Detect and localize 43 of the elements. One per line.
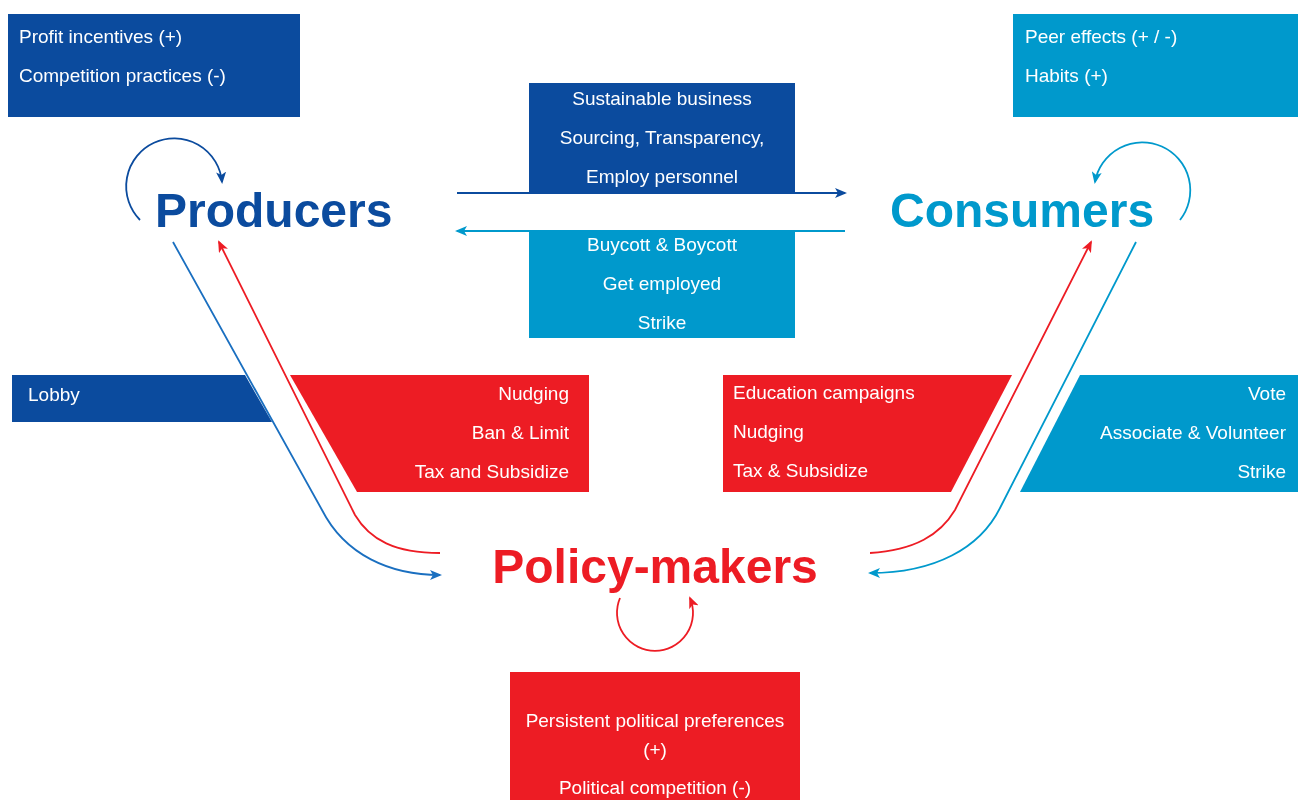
list-item: Sustainable business	[572, 87, 752, 111]
list-item: Persistent political preferences (+)	[524, 709, 786, 762]
list-item: Nudging	[498, 382, 569, 406]
list-item: Strike	[1237, 460, 1286, 484]
actor-name: Producers	[155, 183, 393, 239]
arrow	[456, 188, 847, 198]
list-item: Profit incentives (+)	[19, 25, 183, 49]
list-item: Education campaigns	[733, 381, 915, 405]
arrow	[616, 596, 698, 652]
arrow	[172, 241, 442, 580]
arrow	[869, 240, 1092, 554]
label-box	[12, 375, 272, 422]
label-box	[1013, 14, 1298, 117]
label-box	[723, 375, 1012, 492]
label-box	[529, 231, 795, 338]
list-item: Ban & Limit	[471, 421, 569, 445]
list-item: Vote	[1247, 382, 1286, 406]
label-box	[529, 83, 795, 192]
arrow	[1092, 141, 1192, 221]
list-item: Nudging	[733, 420, 804, 444]
list-item: Peer effects (+ / -)	[1025, 25, 1178, 49]
list-item: Sourcing, Transparency,	[559, 126, 765, 150]
label-box	[510, 672, 800, 800]
list-item: Political competition (-)	[558, 776, 752, 800]
list-item: Employ personnel	[585, 165, 739, 189]
list-item: Buycott & Boycott	[587, 233, 737, 257]
actor-name: Consumers	[890, 183, 1155, 239]
actor-name: Policy-makers	[492, 539, 818, 595]
arrow	[218, 240, 441, 554]
list-item: Associate & Volunteer	[1100, 421, 1286, 445]
label-box	[1020, 375, 1298, 492]
list-item: Tax and Subsidize	[414, 460, 569, 484]
label-box	[8, 14, 300, 117]
label-box	[290, 375, 589, 492]
list-item: Competition practices (-)	[19, 64, 226, 88]
arrow	[455, 226, 846, 236]
list-item: Habits (+)	[1025, 64, 1108, 88]
list-item: Get employed	[602, 272, 722, 296]
list-item: Strike	[637, 311, 687, 335]
arrow	[125, 137, 226, 221]
arrow	[868, 241, 1137, 578]
list-item: Tax & Subsidize	[733, 459, 869, 483]
list-item: Lobby	[28, 383, 80, 407]
